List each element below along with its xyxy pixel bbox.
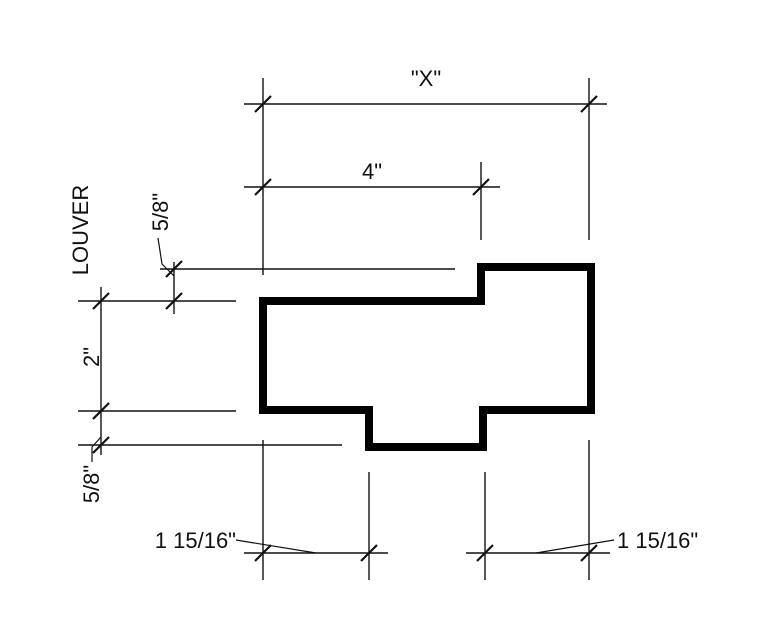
dim-right-bottom-label: 1 15/16"	[617, 528, 698, 553]
louver-label: LOUVER	[68, 185, 93, 275]
dim-top-width-label: 4"	[362, 159, 382, 184]
dim-left-bottom-label: 1 15/16"	[155, 528, 236, 553]
dim-body-height-label: 2"	[79, 347, 104, 367]
dim-bottom-offset: 5/8"	[79, 436, 104, 503]
dim-body-height: 2"	[79, 287, 110, 455]
dim-bottom-offset-label: 5/8"	[79, 465, 104, 503]
dim-overall-width-label: "X"	[411, 66, 441, 91]
dim-top-width: 4"	[244, 159, 500, 240]
dim-top-offset: 5/8"	[148, 193, 183, 314]
dim-right-bottom: 1 15/16"	[466, 440, 698, 580]
dim-top-offset-label: 5/8"	[148, 193, 173, 231]
dim-left-bottom: 1 15/16"	[155, 440, 388, 580]
dim-overall-width: "X"	[244, 66, 607, 275]
louver-profile	[259, 263, 595, 451]
